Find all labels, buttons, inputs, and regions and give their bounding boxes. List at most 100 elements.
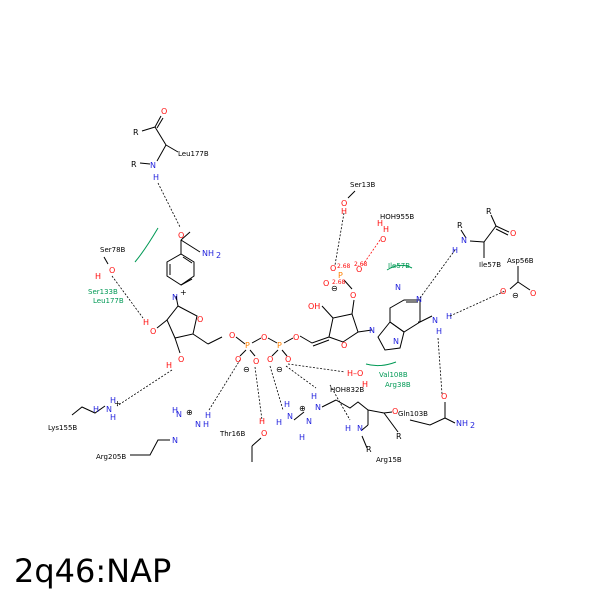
distance-2: 2.68 <box>354 261 368 268</box>
adenine-nh-h: H <box>446 312 452 321</box>
bridge-o2: O <box>261 333 267 342</box>
arg15-r2: R <box>396 432 402 441</box>
arg38-guanidinium: H N H ⊕ N H H N <box>276 392 399 442</box>
two-prime-phosphate: P O O O ⊖ 2.68 2.68 2.68 <box>323 261 368 293</box>
residue-label-ser133: Ser133B <box>88 288 118 296</box>
distance-3: 2.68 <box>332 279 346 286</box>
adenine-n7: N <box>393 337 399 346</box>
adenine-h2: H <box>436 327 442 336</box>
residue-label-gln103: Gln103B <box>398 410 428 418</box>
adenosine-2o: O <box>350 291 356 300</box>
arg205-nh: N <box>172 436 178 445</box>
p3-minus: ⊖ <box>331 284 338 293</box>
ser78-bond <box>103 256 109 265</box>
thr16-hydrogen: H <box>259 417 265 426</box>
gln103-chain <box>409 417 446 426</box>
adenine-n1: N <box>395 283 401 292</box>
thr16-oxygen: O <box>261 429 267 438</box>
ribose-oxygen: O <box>197 315 203 324</box>
residue-label-arg205: Arg205B <box>96 453 126 461</box>
hoh832-h: H <box>362 380 368 389</box>
gln103-o: O <box>441 392 447 401</box>
bridge-o3: O <box>293 333 299 342</box>
ser13-hydrogen: H <box>341 207 347 216</box>
residue-label-lys155: Lys155B <box>48 424 77 432</box>
hbond-ser13 <box>334 212 345 266</box>
arg205-sidechain: Arg205B N N H N H ⊕ H <box>96 406 211 461</box>
phosphorus-2: P <box>277 341 282 350</box>
oxygen-atom: O <box>161 107 167 116</box>
ribose-hydroxyl-o: O <box>150 327 156 336</box>
ser13-oxygen: O <box>341 199 347 208</box>
residue-label-ile57-green: Ile57B <box>388 262 410 270</box>
arg15-r1: R <box>366 445 372 454</box>
ile-h: H <box>452 246 458 255</box>
arg205-h-right: H <box>203 420 209 429</box>
arg38-n3: N <box>315 403 321 412</box>
hbond-lys155 <box>116 369 173 407</box>
hydrogen-atom: H <box>153 173 159 182</box>
arg205-n-top: N <box>176 410 182 419</box>
adenine-ring: N N N N N H H <box>369 283 452 351</box>
gln103-cn <box>444 417 456 424</box>
asp-oxygen-b: O <box>530 289 536 298</box>
p2-oxygen-b: O <box>285 355 291 364</box>
arg205-h: H <box>205 411 211 420</box>
ile-carbonyl-o: O <box>510 229 516 238</box>
pdb-id-label: 2q46:NAP <box>14 552 172 590</box>
gln103-nh: NH <box>456 419 468 428</box>
arg205-plus: ⊕ <box>186 408 193 417</box>
hoh955-h2: H <box>383 225 389 234</box>
residue-label-ile57: Ile57B <box>479 261 501 269</box>
hbond-thr16 <box>254 366 263 421</box>
ribose-hydroxyl-h: H <box>166 361 172 370</box>
p1-oxygen-a: O <box>235 355 241 364</box>
gln103-sub2: 2 <box>470 421 475 430</box>
ser13-sidechain: Ser13B O H <box>341 181 376 216</box>
hbond-ser78 <box>111 275 144 319</box>
nitrogen-atom: N <box>150 161 156 170</box>
gln103-carbonyl-o: O <box>392 407 398 416</box>
pyrophosphate: O P O P O O O ⊖ O O ⊖ <box>229 331 299 374</box>
ribose-hydroxyl-o2: O <box>178 355 184 364</box>
hoh832-h-o: H–O <box>347 369 363 378</box>
hbond-arg205 <box>208 359 241 411</box>
asp-oxygen-a: O <box>500 287 506 296</box>
arg38-plus: ⊕ <box>299 404 306 413</box>
ile57-backbone: R N H R O Ile57B <box>452 207 516 269</box>
r-group: R <box>133 128 139 137</box>
adenosine-ribose: O OH O <box>299 291 373 350</box>
lys-plus: + <box>114 399 121 408</box>
leu177-backbone: R O Leu177B R N H <box>131 107 209 182</box>
ser78-hydrogen: H <box>95 272 101 281</box>
ile-r-carbonyl: R <box>486 207 492 216</box>
arg205-n-right: N <box>195 420 201 429</box>
r-group: R <box>131 160 137 169</box>
p3-oxygen-c: O <box>356 265 362 274</box>
p2-minus: ⊖ <box>276 365 283 374</box>
lys-h-top: H <box>110 396 116 405</box>
amide-nitrogen: NH <box>202 249 214 258</box>
ser78-oxygen: O <box>109 266 115 275</box>
hoh955-h1: H <box>377 219 383 228</box>
hbond-arg15 <box>329 384 351 421</box>
lys155-sidechain: Lys155B H N H H + <box>48 396 121 432</box>
lys-h: H <box>93 405 99 414</box>
lys-h-bottom: H <box>110 413 116 422</box>
nicotinamide-ring: O NH 2 N + <box>166 231 221 302</box>
phosphorus-3: P <box>338 271 343 280</box>
ribose-hydrogen: H <box>143 318 149 327</box>
ile-r-top: R <box>457 221 463 230</box>
hbond-leu177-amide <box>157 182 181 228</box>
residue-label-val108: Val108B <box>379 371 408 379</box>
hbond-gln103 <box>437 337 443 395</box>
hbond-asp56 <box>449 290 506 317</box>
arg38-h2: H <box>276 418 282 427</box>
arg15-n: N <box>357 424 363 433</box>
adenosine-ribose-o: O <box>341 341 347 350</box>
ring-nitrogen: N <box>172 293 178 302</box>
hbond-ile57 <box>419 249 456 299</box>
p2-oxygen-a: O <box>267 355 273 364</box>
residue-label-leu177: Leu177B <box>178 150 209 158</box>
